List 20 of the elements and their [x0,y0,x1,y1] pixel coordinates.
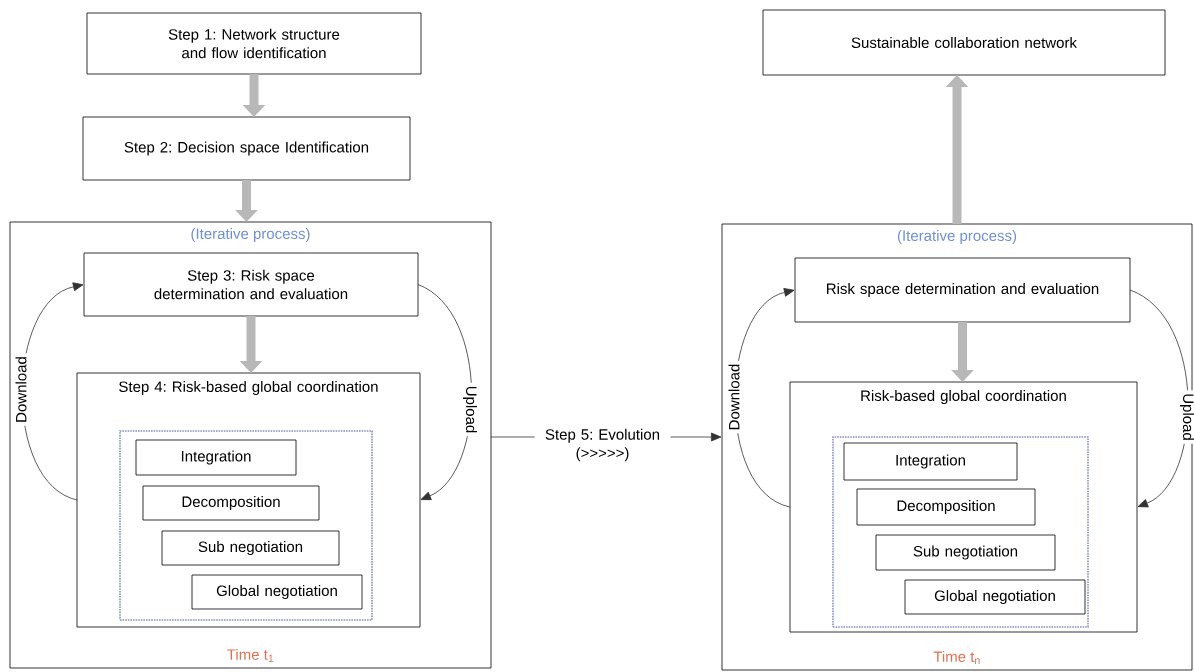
edge-label: Download [725,360,743,434]
process-box: Risk space determination and evaluation [794,257,1131,323]
edge-label: Download [12,353,30,426]
process-box: Global negotiation [191,574,363,610]
process-box: Step 1: Network structure and flow identification [86,12,422,75]
process-box: Decomposition [142,485,320,521]
dotted-frame [832,436,1089,628]
process-box: Decomposition [856,488,1036,526]
edge-label: Step 5: Evolution (>>>>>) [534,425,671,465]
process-box: Step 2: Decision space Identification [82,116,411,181]
process-box: Global negotiation [904,579,1086,615]
process-box: Integration [843,442,1018,481]
dotted-frame [119,430,373,621]
process-box: Integration [135,439,297,476]
edge-label: Upload [460,382,480,437]
process-box: Sustainable collaboration network [762,9,1166,76]
process-box: Sub negotiation [161,530,340,566]
process-box: Step 3: Risk space determination and evaluation [83,252,419,317]
edge-label: Upload [1177,390,1194,444]
process-box: Sub negotiation [875,534,1056,571]
